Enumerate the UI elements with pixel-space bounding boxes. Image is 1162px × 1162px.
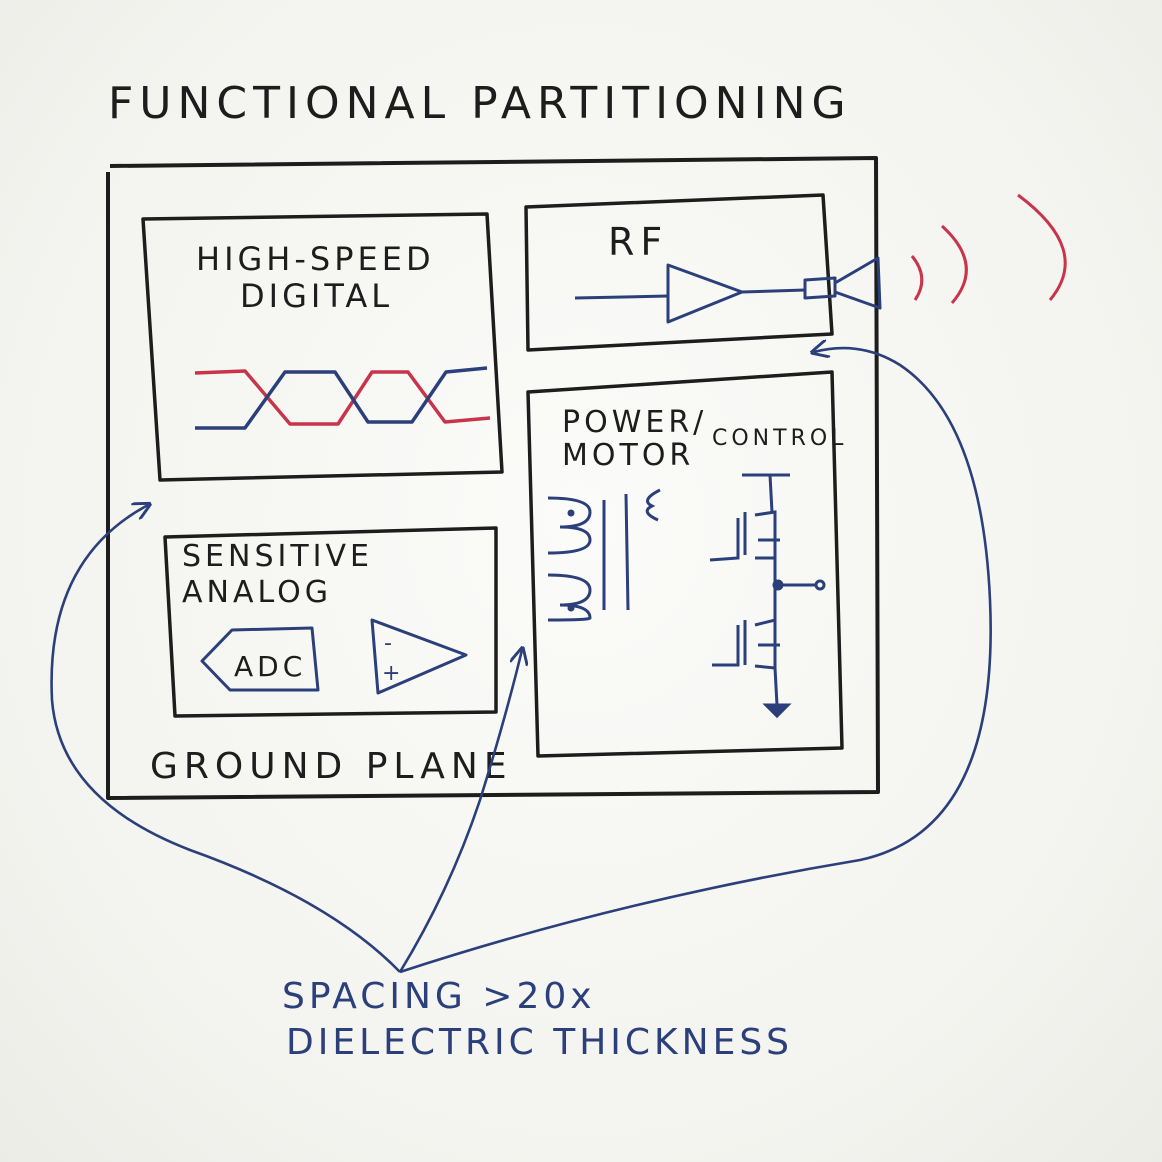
arrow-to-analog-power-gap [398, 650, 522, 973]
title-text: FUNCTIONAL PARTITIONING [108, 78, 852, 129]
ground-plane-label: GROUND PLANE [150, 746, 513, 787]
rf-wave-2 [940, 224, 968, 304]
rf-wave-1 [910, 255, 924, 301]
spacing-arrows [50, 348, 992, 974]
transformer-icon [547, 488, 661, 622]
adc-label: ADC [234, 650, 306, 683]
opamp-minus: - [384, 631, 392, 656]
rf-block: RF [524, 193, 1067, 352]
rf-label: RF [608, 220, 668, 264]
adc-icon [200, 626, 320, 692]
power-label-line1: POWER/ [562, 405, 707, 440]
digital-waveform-blue [195, 366, 488, 430]
mosfet-half-bridge-icon [709, 473, 826, 719]
arrow-to-digital-analog-gap [50, 505, 401, 973]
opamp-icon [370, 618, 468, 695]
arrow-to-rf-power-gap [399, 348, 992, 974]
power-label-line2: MOTOR [562, 438, 694, 473]
digital-waveform-red [194, 369, 491, 426]
rf-wave-3 [1017, 193, 1067, 301]
hsd-label-line1: HIGH-SPEED [196, 240, 435, 278]
spacing-annotation-line2: DIELECTRIC THICKNESS [286, 1022, 793, 1063]
power-label-line3: CONTROL [712, 426, 847, 451]
hsd-label-line2: DIGITAL [240, 277, 393, 315]
high-speed-digital-block: HIGH-SPEED DIGITAL [141, 212, 504, 482]
analog-label-line2: ANALOG [182, 575, 332, 610]
spacing-annotation-line1: SPACING >20x [282, 976, 596, 1017]
rf-amplifier-icon [666, 263, 744, 324]
opamp-plus: + [382, 661, 400, 686]
power-motor-block: POWER/ MOTOR CONTROL [526, 370, 847, 758]
analog-label-line1: SENSITIVE [182, 539, 373, 574]
rf-antenna-icon [803, 256, 882, 310]
rf-input-line [574, 294, 669, 300]
ground-plane-outline [106, 156, 880, 800]
sensitive-analog-block: SENSITIVE ANALOG ADC - + [163, 526, 498, 718]
